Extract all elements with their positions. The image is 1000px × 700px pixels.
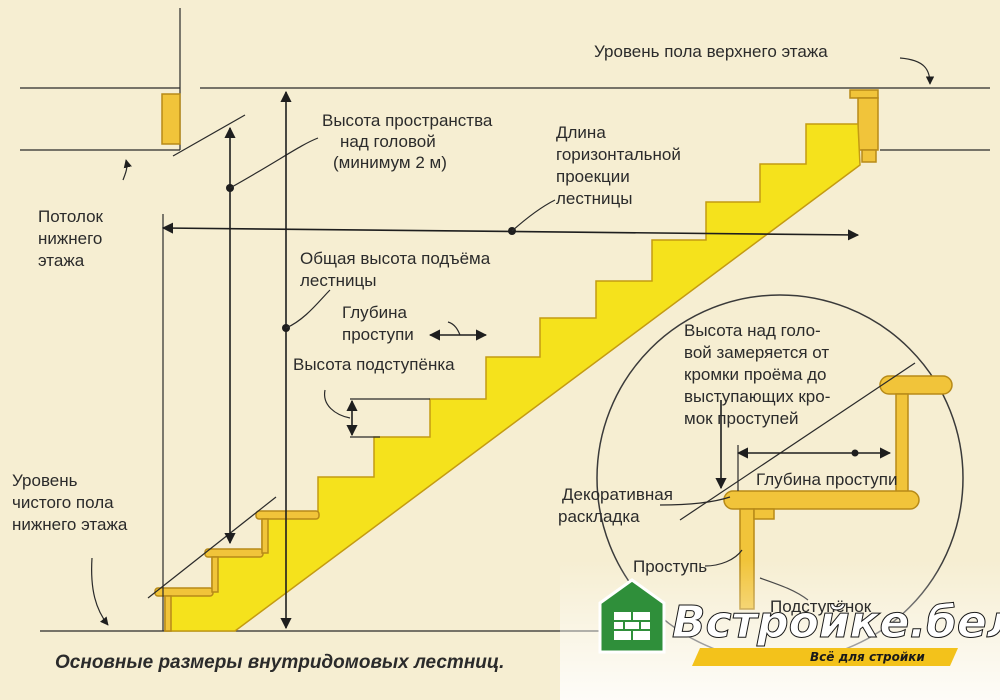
label-total-rise-2: лестницы: [300, 271, 377, 290]
bottom-riser-2: [211, 556, 219, 593]
brand-name: Встройке.бел: [672, 597, 1000, 648]
label-detail-note-3: кромки проёма до: [684, 365, 827, 384]
detail-tread-depth-dot: [851, 449, 859, 457]
label-run-1: Длина: [556, 123, 606, 142]
brand-logo: Встройке.бел Всё для стройки: [598, 578, 1000, 666]
brand-slogan-bar: [692, 648, 958, 666]
riser-leader: [323, 389, 351, 419]
label-detail-tread-depth: Глубина проступи: [756, 470, 897, 489]
detail-nosing-block: [753, 508, 775, 520]
bottom-tread-2: [204, 548, 264, 558]
label-tread: Проступь: [633, 557, 707, 576]
total-rise-leader: [285, 289, 331, 329]
label-headroom-3: (минимум 2 м): [333, 153, 447, 172]
nosing-line: [147, 496, 277, 599]
brand-slogan: Всё для стройки: [810, 650, 925, 664]
label-run-2: горизонтальной: [556, 145, 681, 164]
label-riser: Подступёнок: [770, 597, 872, 616]
headroom-leader: [229, 137, 319, 189]
detail-upper-riser: [895, 393, 909, 495]
run-leader: [511, 199, 556, 232]
label-detail-note-5: мок проступей: [684, 409, 799, 428]
nosing-leader: [659, 496, 731, 506]
lower-floor-pointer: [91, 557, 109, 626]
label-headroom-2: над головой: [340, 132, 436, 151]
label-run-4: лестницы: [556, 189, 633, 208]
tread-depth-leader: [447, 321, 461, 336]
headroom-line-top: [172, 114, 246, 157]
label-detail-note-2: вой замеряется от: [684, 343, 829, 362]
label-total-rise-1: Общая высота подъёма: [300, 249, 491, 268]
detail-nosing-line: [679, 362, 916, 521]
bottom-riser-3: [261, 518, 269, 554]
label-ceiling-3: этажа: [38, 251, 85, 270]
label-riser-height: Высота подступёнка: [293, 355, 455, 374]
upper-landing-board: [849, 89, 879, 99]
label-run-3: проекции: [556, 167, 630, 186]
upper-landing-beam: [857, 97, 879, 151]
bottom-tread-1: [154, 587, 214, 597]
label-nosing-1: Декоративная: [562, 485, 673, 504]
top-floor-pointer: [899, 57, 935, 85]
upper-landing-block: [861, 149, 877, 163]
label-tread-depth-1: Глубина: [342, 303, 407, 322]
detail-lower-tread: [723, 490, 920, 510]
label-top-floor: Уровень пола верхнего этажа: [594, 42, 828, 61]
label-ceiling-1: Потолок: [38, 207, 104, 226]
ceiling-pointer: [122, 159, 132, 181]
bottom-riser-1: [164, 595, 172, 632]
figure-caption: Основные размеры внутридомовых лестниц.: [55, 652, 504, 673]
label-tread-depth-2: проступи: [342, 325, 414, 344]
label-finished-floor-1: Уровень: [12, 471, 78, 490]
label-finished-floor-3: нижнего этажа: [12, 515, 128, 534]
detail-upper-tread: [879, 375, 953, 395]
label-finished-floor-2: чистого пола: [12, 493, 114, 512]
label-detail-note-1: Высота над голо-: [684, 321, 821, 340]
bottom-tread-3: [255, 510, 320, 520]
label-detail-note-4: выступающих кро-: [684, 387, 830, 406]
label-nosing-2: раскладка: [558, 507, 640, 526]
ceiling-joist-left: [161, 93, 181, 145]
label-ceiling-2: нижнего: [38, 229, 102, 248]
label-headroom-1: Высота пространства: [322, 111, 493, 130]
